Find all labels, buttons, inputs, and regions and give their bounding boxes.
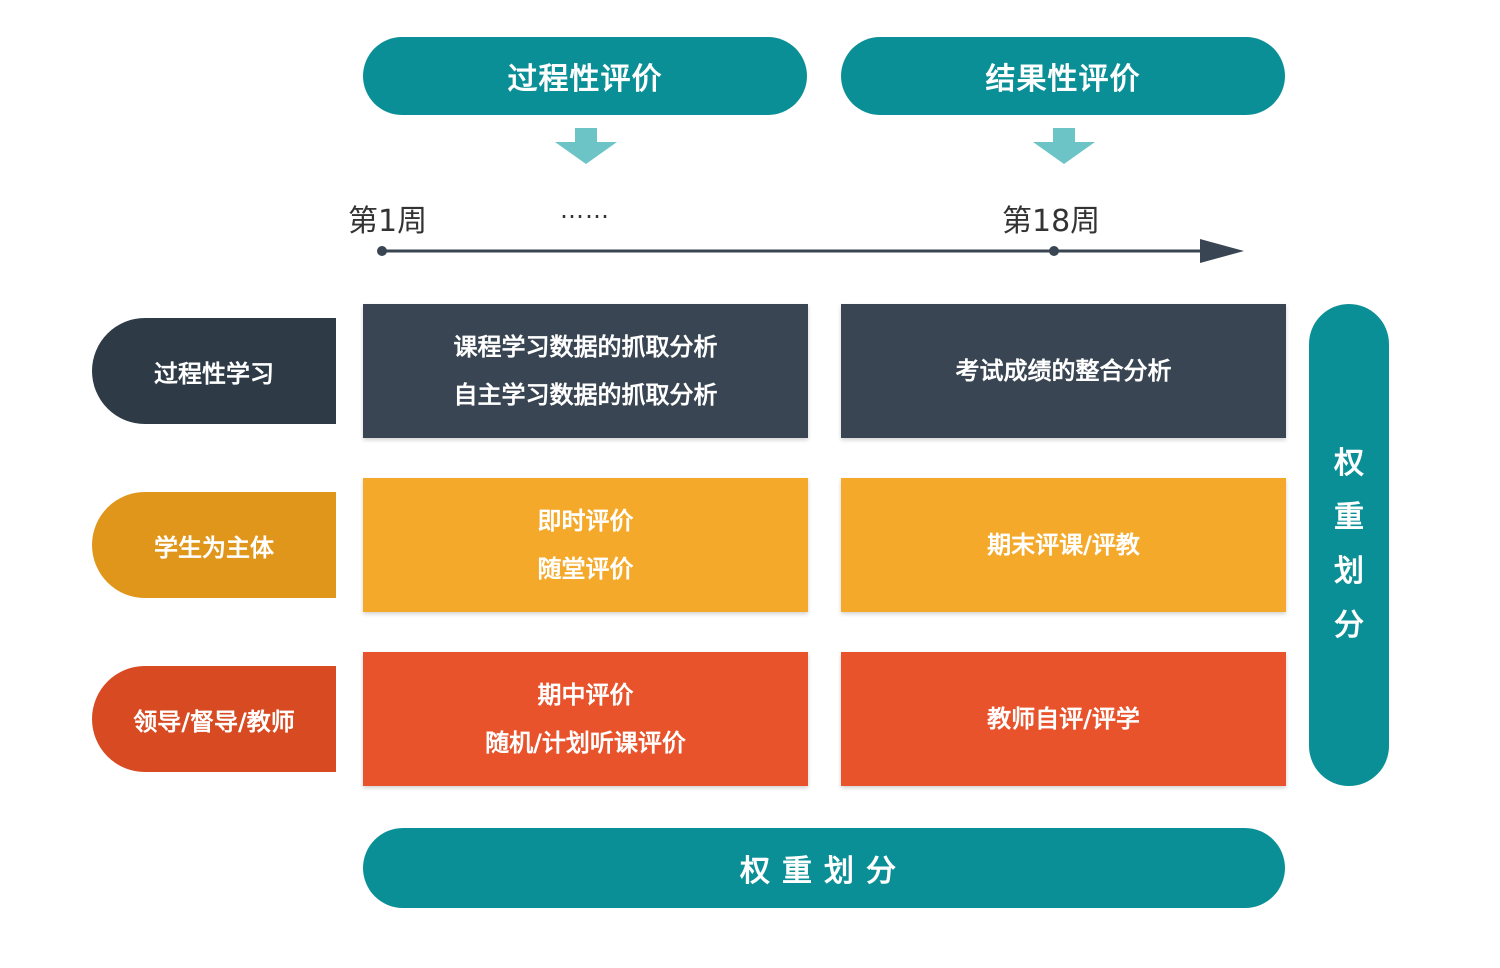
down-arrow-icon xyxy=(555,128,617,164)
timeline-arrow xyxy=(377,239,1244,263)
row-label-process-learning: 过程性学习 xyxy=(92,318,336,424)
cell-line: 即时评价 xyxy=(537,507,634,535)
cell-leader-process: 期中评价 随机/计划听课评价 xyxy=(363,652,808,786)
cell-process-learning-process: 课程学习数据的抓取分析 自主学习数据的抓取分析 xyxy=(363,304,808,438)
arrowhead-icon xyxy=(1200,239,1244,263)
result-evaluation-header: 结果性评价 xyxy=(841,37,1285,115)
side-pill-char: 重 xyxy=(1334,500,1364,535)
cell-line: 期中评价 xyxy=(537,681,634,709)
cell-line: 教师自评/评学 xyxy=(987,705,1140,733)
cell-line: 随机/计划听课评价 xyxy=(485,729,686,757)
cell-line: 自主学习数据的抓取分析 xyxy=(453,381,718,409)
cell-line: 期末评课/评教 xyxy=(987,531,1140,559)
row-label-student-subject: 学生为主体 xyxy=(92,492,336,598)
down-arrow-icon xyxy=(1033,128,1095,164)
cell-line: 随堂评价 xyxy=(537,555,634,583)
cell-line: 考试成绩的整合分析 xyxy=(955,357,1172,385)
timeline-ellipsis: …… xyxy=(560,196,610,224)
cell-line: 课程学习数据的抓取分析 xyxy=(453,333,718,361)
timeline-start-dot xyxy=(377,246,387,256)
week-start-label: 第1周 xyxy=(348,204,428,239)
process-evaluation-header: 过程性评价 xyxy=(363,37,807,115)
side-pill-char: 权 xyxy=(1334,446,1364,481)
side-pill-char: 分 xyxy=(1334,608,1364,643)
cell-student-subject-result: 期末评课/评教 xyxy=(841,478,1286,612)
timeline-end-dot xyxy=(1049,246,1059,256)
week-end-label: 第18周 xyxy=(1002,204,1101,239)
weight-division-side-pill: 权 重 划 分 xyxy=(1309,304,1389,786)
cell-student-subject-process: 即时评价 随堂评价 xyxy=(363,478,808,612)
cell-process-learning-result: 考试成绩的整合分析 xyxy=(841,304,1286,438)
weight-division-bottom-pill: 权重划分 xyxy=(363,828,1285,908)
cell-leader-result: 教师自评/评学 xyxy=(841,652,1286,786)
row-label-leader-supervisor-teacher: 领导/督导/教师 xyxy=(92,666,336,772)
side-pill-char: 划 xyxy=(1334,554,1364,589)
